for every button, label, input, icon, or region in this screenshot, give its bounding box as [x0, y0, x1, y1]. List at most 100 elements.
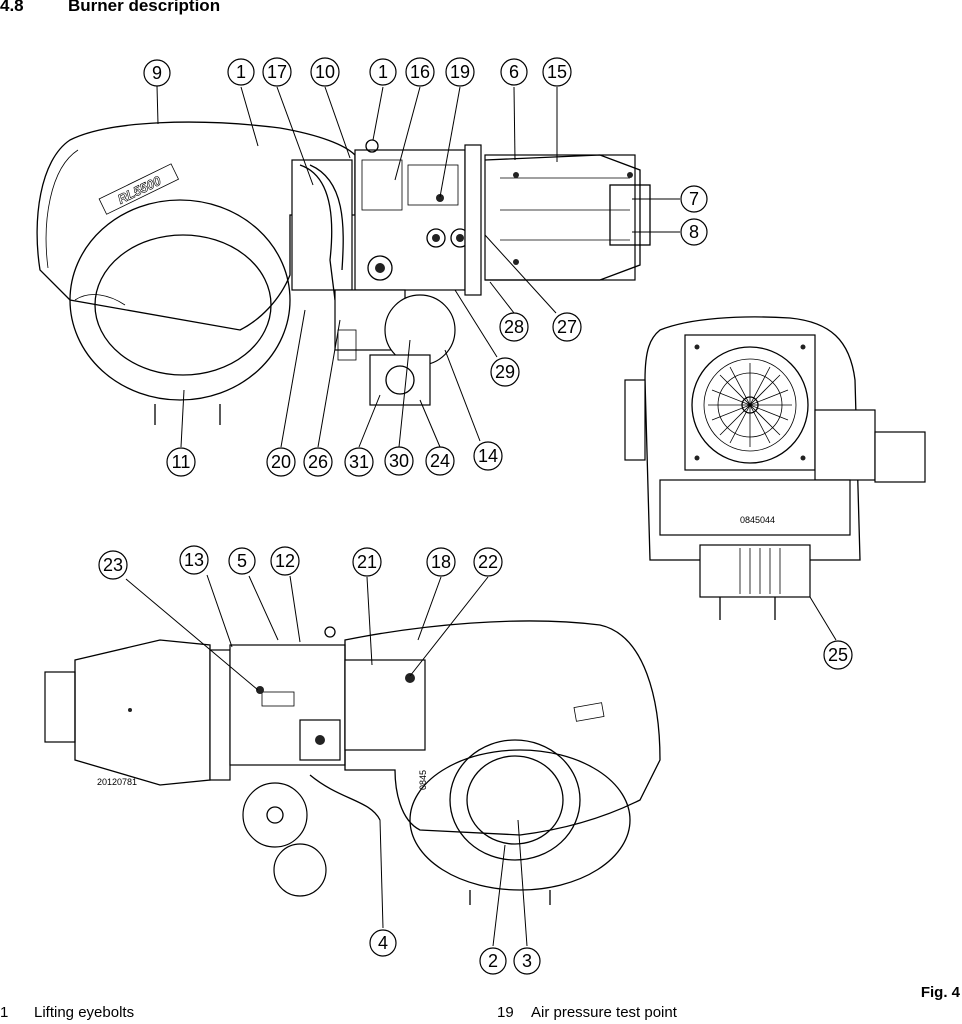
callout-27: 27 [552, 312, 582, 342]
motor-fins [739, 548, 781, 594]
callout-13: 13 [179, 545, 209, 575]
plate-bolt-2 [800, 344, 806, 350]
callout-1: 1 [227, 58, 255, 86]
side-view-code: 20120781 [97, 777, 137, 787]
callout-30: 30 [384, 446, 414, 476]
side-housing [344, 620, 661, 836]
air-damper-box [659, 479, 851, 536]
oil-pump-side [242, 782, 308, 848]
svg-text:18: 18 [431, 552, 451, 572]
pressure-switch-core [375, 263, 385, 273]
control-block [407, 164, 459, 206]
svg-text:30: 30 [389, 451, 409, 471]
svg-text:16: 16 [410, 62, 430, 82]
head-bolt-1 [513, 172, 519, 178]
svg-text:28: 28 [504, 317, 524, 337]
callout-16: 16 [405, 57, 435, 87]
legend-item-text: Lifting eyebolts [34, 1004, 135, 1021]
front-view: 0845044 [624, 316, 926, 641]
svg-text:23: 23 [103, 555, 123, 575]
plate-bolt-1 [694, 344, 700, 350]
pipe-bend-a [299, 164, 336, 301]
solenoid-valve-block [369, 354, 431, 406]
callout-9: 9 [143, 59, 171, 87]
servomotor-indicator [315, 735, 325, 745]
air-intake-outer [69, 199, 291, 401]
pressure-regulator [337, 329, 357, 361]
svg-text:1: 1 [378, 62, 388, 82]
fan-housing-cover [36, 121, 356, 331]
callout-20: 20 [266, 447, 296, 477]
callouts: 9 1 17 10 1 16 19 6 15 7 8 28 27 29 11 2… [98, 57, 853, 975]
svg-text:27: 27 [557, 317, 577, 337]
electrical-panel [344, 659, 426, 751]
svg-text:31: 31 [349, 452, 369, 472]
callout-17: 17 [262, 57, 292, 87]
svg-text:3: 3 [522, 951, 532, 971]
svg-text:19: 19 [450, 62, 470, 82]
blast-tube [484, 154, 641, 281]
svg-text:13: 13 [184, 550, 204, 570]
valve-block [361, 159, 403, 211]
svg-text:2: 2 [488, 951, 498, 971]
callout-3: 3 [513, 947, 541, 975]
svg-text:5: 5 [237, 551, 247, 571]
fan-inlet-inner [466, 755, 564, 845]
servomotor-gauge-a-core [432, 234, 440, 242]
svg-text:21: 21 [357, 552, 377, 572]
head-bolt-3 [627, 172, 633, 178]
motor-plate-code: 0845 [418, 770, 428, 790]
servomotor-gauge-b-core [456, 234, 464, 242]
legend-item: 19 Air pressure test point [497, 1004, 677, 1021]
svg-text:8: 8 [689, 222, 699, 242]
callout-15: 15 [542, 57, 572, 87]
figure-label: Fig. 4 [920, 984, 960, 1001]
callout-14: 14 [473, 441, 503, 471]
servomotor-gauge-a [426, 228, 446, 248]
callout-19: 19 [445, 57, 475, 87]
panel-switch [405, 673, 415, 683]
head-bolt-2 [513, 259, 519, 265]
air-intake-inner [94, 234, 272, 376]
svg-text:24: 24 [430, 451, 450, 471]
fan-blades [708, 363, 792, 447]
callout-5: 5 [228, 547, 256, 575]
front-housing [644, 316, 861, 561]
head-test-point [256, 686, 264, 694]
callout-4: 4 [369, 929, 397, 957]
callout-11: 11 [166, 447, 196, 477]
pipe-bend-b [309, 164, 344, 271]
pressure-switch [367, 255, 393, 281]
legend-item-number: 19 [497, 1004, 514, 1021]
oil-line [309, 774, 381, 821]
callout-12: 12 [270, 546, 300, 576]
callout-1: 1 [369, 58, 397, 86]
model-badge-frame [98, 163, 180, 215]
callout-18: 18 [426, 547, 456, 577]
pump-motor-side [273, 843, 327, 897]
legend-item-text: Air pressure test point [531, 1004, 677, 1021]
pump-shaft [266, 806, 284, 824]
fan-inlet-ring [449, 739, 581, 861]
legend-item-number: 1 [0, 1004, 9, 1021]
callout-8: 8 [680, 218, 708, 246]
ignition-electrode [609, 184, 651, 246]
svg-text:9: 9 [152, 63, 162, 83]
svg-text:22: 22 [478, 552, 498, 572]
gas-manifold [354, 149, 466, 291]
plate-bolt-4 [800, 455, 806, 461]
fan-inlet-outer [409, 749, 631, 891]
svg-text:15: 15 [547, 62, 567, 82]
top-leaders [156, 85, 680, 448]
section-number: 4.8 [0, 0, 24, 15]
lifting-eyebolt-side [324, 626, 336, 638]
legend-item: 1 Lifting eyebolts [0, 1004, 134, 1021]
svg-text:7: 7 [689, 189, 699, 209]
top-burner-view: RL5500 [36, 121, 651, 425]
svg-text:11: 11 [172, 452, 191, 472]
nameplate [261, 691, 295, 707]
side-valve-train [814, 409, 876, 481]
blast-tube-side [74, 639, 211, 786]
burner-flange [464, 144, 482, 296]
